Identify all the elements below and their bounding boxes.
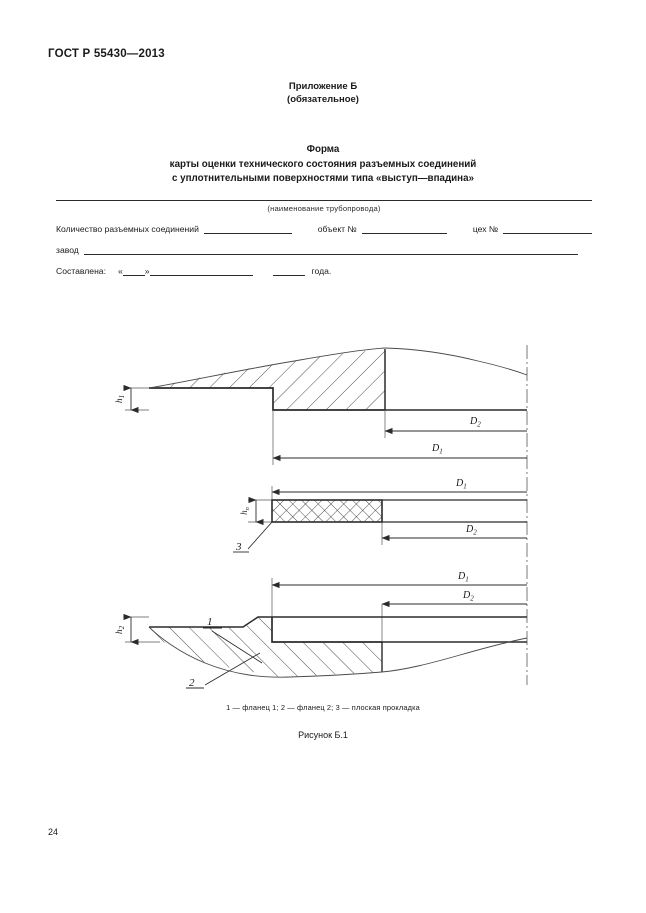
year-input[interactable] [272, 266, 305, 276]
h2-label: h2 [115, 625, 126, 634]
form-title-line2: карты оценки технического состояния разъ… [169, 158, 477, 170]
flange-1-face-contour [149, 387, 385, 411]
appendix-subtitle: (обязательное) [287, 94, 359, 105]
flange-1-group: 1 [148, 347, 528, 664]
figure-legend: 1 — фланец 1; 2 — фланец 2; 3 — плоская … [0, 703, 646, 712]
flange-2-face-contour [149, 616, 272, 628]
callout-2-label: 2 [189, 677, 195, 689]
dimension-d2-top: D2 [384, 410, 527, 438]
connection-count-label: Количество разъемных соединений [56, 224, 199, 234]
gasket-3-group: D1 hп D2 [233, 478, 527, 553]
flange-1-top-profile [148, 347, 386, 389]
gasket-section [271, 499, 383, 523]
field-row-plant: завод [56, 245, 592, 255]
d2-top-label: D2 [469, 416, 481, 429]
compiled-label: Составлена: [56, 266, 106, 276]
standard-header: ГОСТ Р 55430—2013 [48, 48, 165, 60]
figure-b1-drawing: 1 h1 D2 [0, 300, 646, 700]
hp-label: hп [239, 507, 251, 515]
flange-2-underside-mid [289, 671, 383, 678]
form-title-line1: Форма [306, 144, 340, 155]
flange2-d1-label: D1 [457, 571, 469, 584]
flange-2-underside-left [148, 626, 291, 678]
appendix-heading: Приложение Б (обязательное) [0, 80, 646, 106]
dimension-d1-top: D1 [272, 410, 527, 465]
form-fill-area: (наименование трубопровода) Количество р… [56, 200, 593, 276]
d1-top-label: D1 [431, 443, 443, 456]
appendix-title: Приложение Б [288, 81, 358, 92]
pipeline-name-caption: (наименование трубопровода) [267, 204, 381, 213]
flange2-d2-label: D2 [462, 590, 474, 603]
h1-label: h1 [115, 395, 126, 403]
flange-1-neck-profile [384, 347, 528, 376]
figure-legend-text: 1 — фланец 1; 2 — фланец 2; 3 — плоская … [226, 703, 420, 712]
flange-2-groove-step [271, 617, 382, 643]
connection-count-input[interactable] [203, 224, 292, 234]
shop-number-label: цех № [472, 224, 499, 234]
plant-input[interactable] [83, 245, 578, 255]
shop-number-input[interactable] [503, 224, 593, 234]
year-suffix-label: года. [311, 266, 332, 276]
gasket-d1-label: D1 [455, 478, 467, 491]
flange-2-section-fill [149, 617, 382, 677]
field-row-compiled: Составлена: « » года. [56, 266, 592, 276]
callout-3-leader [247, 521, 273, 550]
page-number: 24 [48, 827, 59, 837]
object-number-label: объект № [317, 224, 357, 234]
flange-2-group: D1 D2 [115, 571, 528, 689]
flange-1-section-fill [149, 349, 385, 410]
month-input[interactable] [149, 266, 253, 276]
form-title-line3: с уплотнительными поверхностями типа «вы… [172, 173, 474, 184]
callout-2-leader [204, 652, 261, 686]
figure-number: Рисунок Б.1 [298, 730, 348, 740]
day-input[interactable] [122, 266, 145, 276]
field-row-counts: Количество разъемных соединений объект №… [56, 224, 593, 234]
plant-label: завод [56, 245, 79, 255]
callout-1-label: 1 [207, 616, 213, 628]
flange-joint-diagram: 1 h1 D2 [115, 345, 528, 689]
quote-close: » [144, 266, 150, 276]
form-title-block: Форма карты оценки технического состояни… [0, 143, 646, 187]
gasket-d2-label: D2 [465, 524, 477, 537]
object-number-input[interactable] [361, 224, 447, 234]
quote-open: « [117, 266, 123, 276]
callout-3-label: 3 [235, 541, 242, 553]
pipeline-name-rule [56, 200, 592, 201]
flange-2-neck-profile [381, 637, 528, 673]
dimension-h1: h1 [115, 384, 149, 414]
